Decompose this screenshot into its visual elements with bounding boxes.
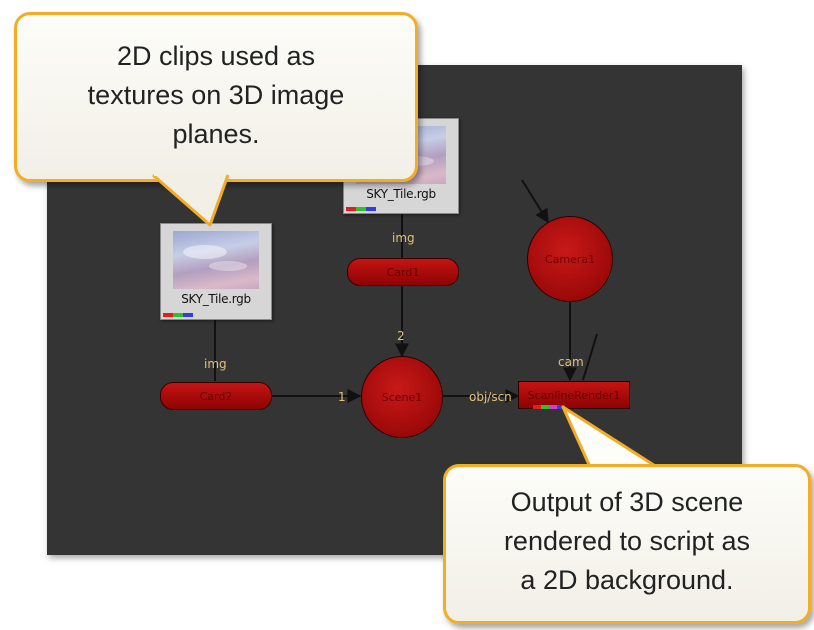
pipe-label-cam: cam xyxy=(558,355,584,369)
green-channel xyxy=(173,313,183,317)
blue-channel xyxy=(557,405,565,409)
card1-node[interactable]: Card1 xyxy=(347,258,459,286)
callout-top-text: 2D clips used as textures on 3D image pl… xyxy=(87,41,345,149)
red-channel xyxy=(346,207,356,211)
channel-indicator xyxy=(163,313,193,317)
read-node-left[interactable]: SKY_Tile.rgb xyxy=(160,223,272,320)
scene1-node[interactable]: Scene1 xyxy=(361,356,443,438)
callout-bottom-text: Output of 3D scene rendered to script as… xyxy=(503,487,751,595)
channel-indicator xyxy=(533,405,565,409)
blue-channel xyxy=(366,207,376,211)
read-node-filename: SKY_Tile.rgb xyxy=(181,292,251,306)
green-channel xyxy=(356,207,366,211)
pipe-label-img-top: img xyxy=(392,231,415,245)
pipe-label-img-left: img xyxy=(204,357,227,371)
green-channel xyxy=(541,405,549,409)
red-channel xyxy=(533,405,541,409)
pipe-label-input-2: 2 xyxy=(397,329,405,343)
camera1-node[interactable]: Camera1 xyxy=(527,216,613,302)
scanline-render-node[interactable]: ScanlineRender1 xyxy=(518,381,630,409)
pipe-label-obj-scn: obj/scn xyxy=(469,390,512,404)
channel-indicator xyxy=(346,207,376,211)
alpha-channel xyxy=(549,405,557,409)
thumbnail-image xyxy=(173,231,259,289)
callout-bottom-pointer xyxy=(561,405,661,471)
blue-channel xyxy=(183,313,193,317)
render-node-label: ScanlineRender1 xyxy=(527,388,621,402)
pipe-label-input-1: 1 xyxy=(338,390,346,404)
red-channel xyxy=(163,313,173,317)
callout-top-pointer xyxy=(152,172,230,227)
callout-top: 2D clips used as textures on 3D image pl… xyxy=(14,12,418,182)
card2-node[interactable]: Card2 xyxy=(160,382,272,410)
callout-bottom: Output of 3D scene rendered to script as… xyxy=(443,464,811,624)
read-node-filename: SKY_Tile.rgb xyxy=(366,187,436,201)
